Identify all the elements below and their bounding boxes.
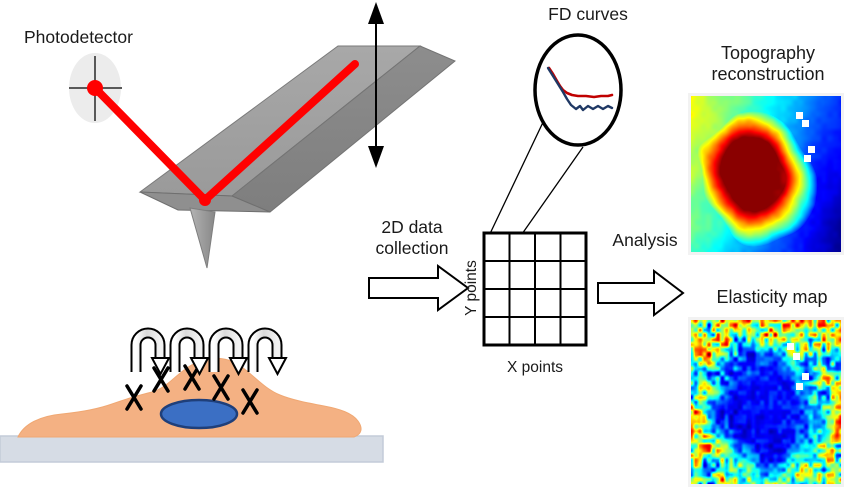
- 2d-data-grid: [482, 231, 588, 347]
- topography-map-frame: [688, 93, 844, 255]
- arrow-2d-shape: [368, 264, 470, 312]
- indentation-mark: [212, 374, 230, 401]
- elasticity-map-frame: [688, 317, 844, 487]
- z-arrow-head-up: [368, 2, 384, 24]
- laser-spot-detector: [87, 80, 103, 96]
- fd-curves-inset-group: [486, 33, 623, 245]
- two-d-data-collection-label: 2D data collection: [375, 217, 449, 258]
- indentation-mark: [241, 388, 259, 415]
- cell-sample-group: [0, 327, 384, 463]
- arrow-analysis: [597, 268, 685, 318]
- x-points-axis-label: X points: [506, 359, 564, 376]
- fd-curves-oval: [533, 33, 623, 147]
- cell-nucleus: [159, 398, 239, 430]
- indentation-arrows: [130, 327, 288, 377]
- topography-reconstruction-label: Topography reconstruction: [711, 43, 825, 85]
- fd-curve-retract: [546, 66, 614, 112]
- topography-map: [691, 96, 841, 252]
- laser-spot-cantilever: [199, 194, 211, 206]
- indentation-arrow: [169, 327, 210, 377]
- fd-leader-line-left: [486, 115, 547, 241]
- z-deflection-arrow: [368, 2, 384, 168]
- arrow-analysis-shape: [597, 268, 685, 318]
- arrow-2d-data-collection: [368, 264, 470, 312]
- elasticity-map-label: Elasticity map: [716, 287, 828, 307]
- cantilever-group: [138, 45, 456, 269]
- elasticity-map: [691, 320, 841, 484]
- indentation-arrow: [130, 327, 171, 377]
- fd-curves-label: FD curves: [548, 4, 628, 24]
- indentation-mark: [152, 366, 170, 393]
- photodetector-label: Photodetector: [24, 27, 133, 47]
- substrate-slide: [0, 435, 384, 463]
- fd-leader-line-right: [514, 146, 584, 245]
- cantilever-tip: [189, 207, 216, 269]
- indentation-arrow: [247, 327, 288, 377]
- indentation-arrow: [208, 327, 249, 377]
- y-points-axis-label: Y points: [462, 260, 480, 316]
- indentation-marks: [125, 364, 259, 415]
- z-arrow-head-down: [368, 146, 384, 168]
- analysis-label: Analysis: [612, 230, 678, 250]
- laser-beam-group: [87, 60, 359, 206]
- indentation-mark: [125, 384, 143, 411]
